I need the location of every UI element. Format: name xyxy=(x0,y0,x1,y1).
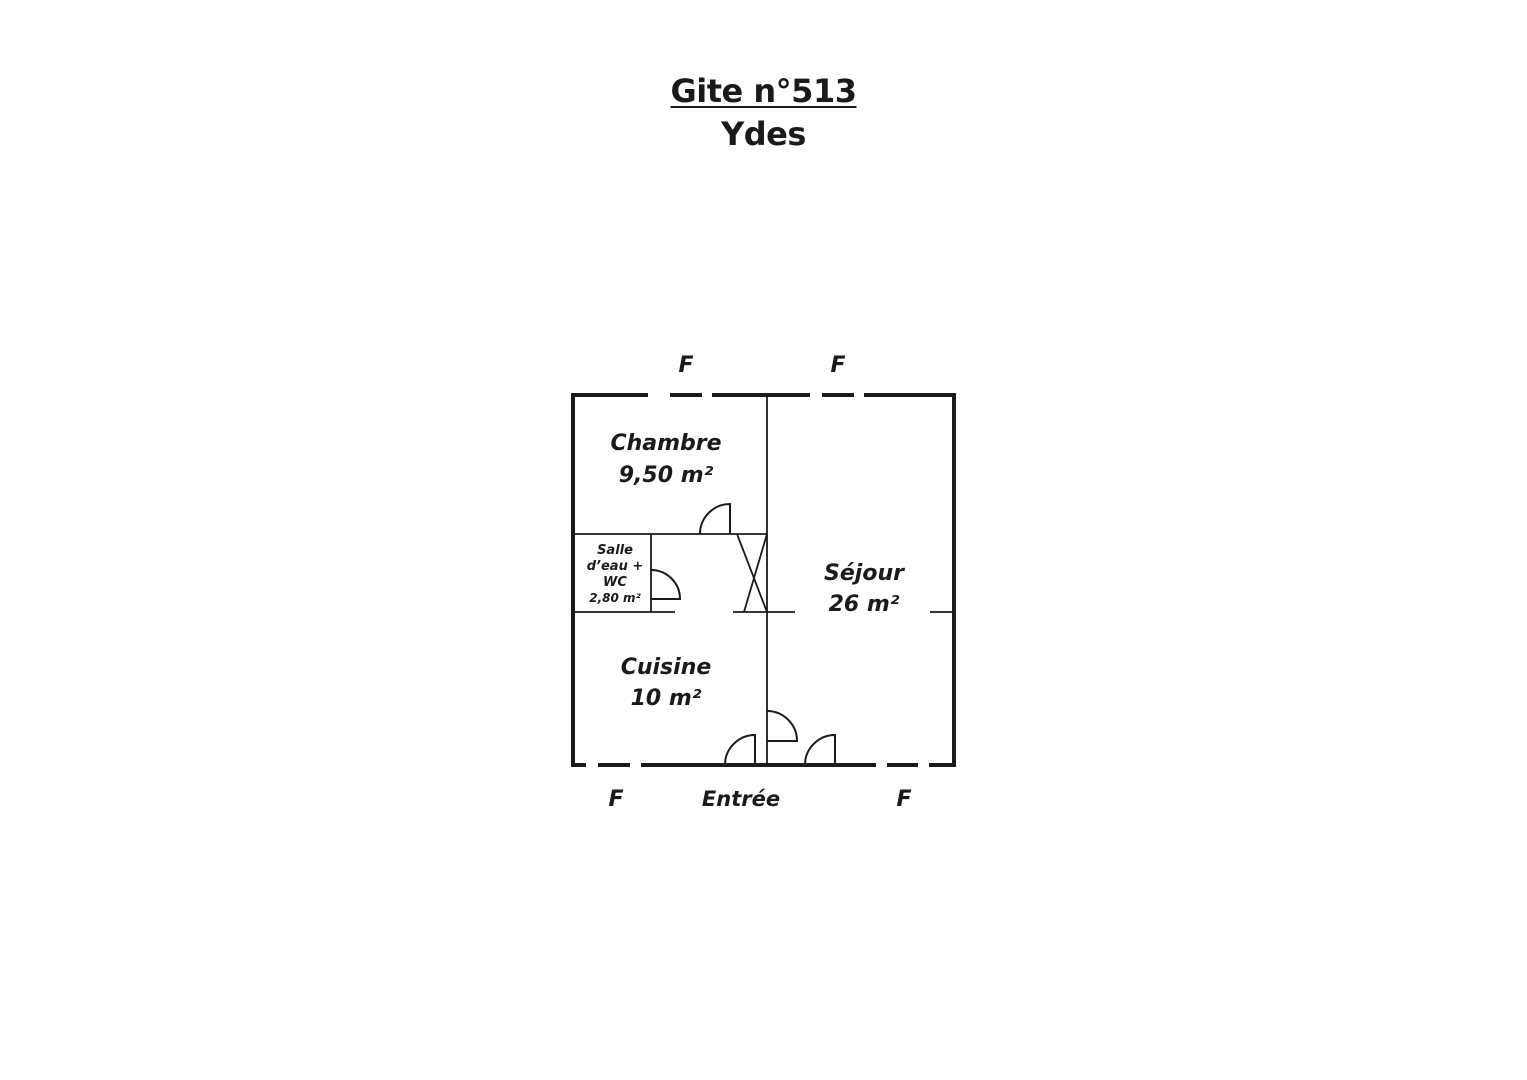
entrance-label: Entrée xyxy=(702,787,780,811)
room-salle-line2: d’eau + xyxy=(587,559,644,574)
room-salle-area: 2,80 m² xyxy=(589,591,641,605)
window-label-top-left: F xyxy=(678,353,693,378)
door-cuisine xyxy=(724,733,756,766)
room-salle-line1: Salle xyxy=(597,543,633,558)
header: Gite n°513 Ydes xyxy=(0,70,1527,156)
room-chambre-area: 9,50 m² xyxy=(619,463,714,488)
plan-title: Gite n°513 xyxy=(670,72,857,110)
window-label-bottom-left: F xyxy=(608,787,623,812)
room-sejour-area: 26 m² xyxy=(829,592,900,617)
interior-walls xyxy=(573,395,954,765)
plan-subtitle: Ydes xyxy=(721,115,806,153)
room-sejour-name: Séjour xyxy=(824,561,905,586)
room-cuisine-area: 10 m² xyxy=(631,686,702,711)
room-chambre-name: Chambre xyxy=(610,431,721,456)
door-sejour-inner xyxy=(766,710,799,742)
door-salle xyxy=(650,569,682,600)
door-chambre xyxy=(699,502,731,535)
door-sejour-entrance xyxy=(804,733,836,766)
window-label-bottom-right: F xyxy=(896,787,911,812)
room-salle-line3: WC xyxy=(603,575,627,590)
window-label-top-right: F xyxy=(830,353,845,378)
room-cuisine-name: Cuisine xyxy=(621,655,712,680)
